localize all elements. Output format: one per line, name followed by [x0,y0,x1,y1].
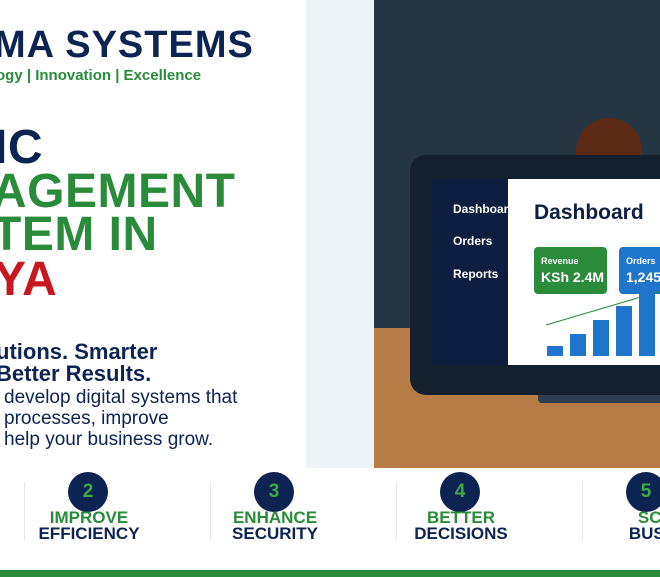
feature-title-line-2: EFFICIENCY [38,524,140,543]
orders-card: Orders 1,245 [619,247,660,294]
subheadline-line-2: Better Results. [0,361,152,386]
feature-item: 5 SCAL BUSINE [582,468,660,570]
orders-card-value: 1,245 [626,269,660,285]
feature-title-line-2: DECISIONS [414,524,508,543]
laptop-base [538,395,660,403]
brand-tagline: ogy | Innovation | Excellence [0,67,202,84]
feature-title-line-1: SCAL [637,508,660,527]
sidebar-item-dashboard[interactable]: Dashboard [453,202,516,216]
laptop: Dashboard Orders Reports Dashboard Reven… [410,155,660,395]
dashboard-sidebar: Dashboard Orders Reports [432,179,516,365]
feature-number: 4 [440,472,480,512]
feature-title-line-1: BETTER [427,508,495,527]
body-text-line-3: help your business grow. [4,429,214,450]
dashboard-main: Dashboard Revenue KSh 2.4M Orders 1,245 [508,179,660,365]
dashboard-bar-chart [545,290,660,356]
feature-title-line-2: BUSINE [628,524,660,543]
orders-card-label: Orders [626,256,656,266]
dashboard-bar [570,334,586,356]
headline-line-4: YA [0,253,58,306]
feature-divider [582,482,583,540]
body-text-line-2: processes, improve [4,408,169,429]
feature-divider [396,482,397,540]
sidebar-item-orders[interactable]: Orders [453,234,493,248]
brand-name: MA SYSTEMS [0,24,254,66]
feature-item: 2 IMPROVE EFFICIENCY [24,468,210,570]
feature-item: 4 BETTER DECISIONS [396,468,582,570]
laptop-screen: Dashboard Orders Reports Dashboard Reven… [432,179,660,365]
body-text-line-1: develop digital systems that [4,387,238,408]
feature-title-line-2: SECURITY [232,524,318,543]
dashboard-bar [639,293,655,356]
feature-strip: 2 IMPROVE EFFICIENCY 3 ENHANCE SECURITY … [0,468,660,570]
feature-title-line-1: ENHANCE [232,508,318,527]
revenue-card: Revenue KSh 2.4M [534,247,607,294]
sidebar-item-reports[interactable]: Reports [453,267,499,281]
feature-title-line-1: IMPROVE [49,508,129,527]
subheadline-line-1: utions. Smarter [0,339,158,364]
feature-number: 5 [626,472,660,512]
feature-number: 3 [254,472,294,512]
feature-item: 3 ENHANCE SECURITY [210,468,396,570]
revenue-card-value: KSh 2.4M [541,269,605,285]
headline-line-2: AGEMENT [0,165,236,218]
headline-line-1: IC [0,121,43,174]
headline-line-3: TEM IN [0,208,158,261]
feature-divider [24,482,25,540]
revenue-card-label: Revenue [541,256,579,266]
bottom-accent-bar [0,570,660,577]
dashboard-bar [616,306,632,356]
divider-strip [306,0,374,468]
feature-number: 2 [68,472,108,512]
laptop-photo: Dashboard Orders Reports Dashboard Reven… [374,0,660,468]
hero-text-panel: MA SYSTEMS ogy | Innovation | Excellence… [0,0,306,468]
dashboard-bar [593,320,609,356]
dashboard-title: Dashboard [534,201,644,224]
feature-divider [210,482,211,540]
dashboard-bar [547,346,563,356]
